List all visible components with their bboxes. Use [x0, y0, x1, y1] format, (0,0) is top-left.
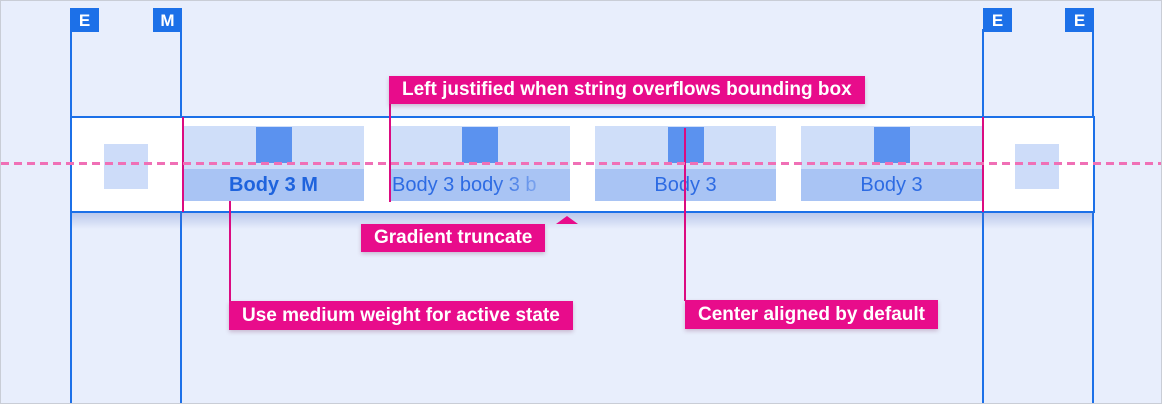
tab-icon-area: [183, 126, 364, 169]
annotation-gradient-truncate: Gradient truncate: [361, 216, 578, 252]
margin-marker-e-right-edge: E: [1065, 8, 1094, 32]
tab-item-active[interactable]: Body 3 M: [183, 126, 364, 201]
connector-center-aligned: [684, 128, 686, 301]
tab-label-truncated: Body 3 body 3 b: [389, 169, 570, 201]
tab-label: Body 3 M: [183, 169, 364, 201]
connector-left-justified: [389, 104, 391, 202]
callout-pointer-up-icon: [556, 216, 578, 224]
annotation-left-justified: Left justified when string overflows bou…: [389, 76, 865, 104]
annotation-medium-weight: Use medium weight for active state: [229, 301, 573, 330]
margin-marker-m-left: M: [153, 8, 182, 32]
tab-label: Body 3: [801, 169, 982, 201]
baseline-dashed-guide: [1, 162, 1161, 165]
margin-marker-e-right-inner: E: [983, 8, 1012, 32]
tab-icon-placeholder: [461, 127, 498, 163]
guide-line-vertical-left-margin: [180, 29, 182, 403]
margin-marker-e-left: E: [70, 8, 99, 32]
guide-line-vertical-right-edge: [1092, 29, 1094, 403]
tab-icon-placeholder: [873, 127, 910, 163]
trailing-placeholder-square: [1015, 144, 1059, 189]
tab-icon-placeholder: [255, 127, 292, 163]
connector-medium-weight: [229, 201, 231, 302]
tab-icon-area: [389, 126, 570, 169]
guide-line-vertical-left-edge: [70, 29, 72, 403]
tab-bar-drop-shadow: [72, 213, 1093, 229]
tab-item-default[interactable]: Body 3: [801, 126, 982, 201]
leading-placeholder-square: [104, 144, 148, 189]
gradient-truncate-fade: [495, 169, 570, 201]
annotation-text: Gradient truncate: [374, 227, 533, 248]
annotation-center-aligned: Center aligned by default: [685, 300, 938, 329]
tab-icon-area: [801, 126, 982, 169]
guide-line-vertical-right-margin: [982, 29, 984, 403]
tab-item-truncated[interactable]: Body 3 body 3 b: [389, 126, 570, 201]
